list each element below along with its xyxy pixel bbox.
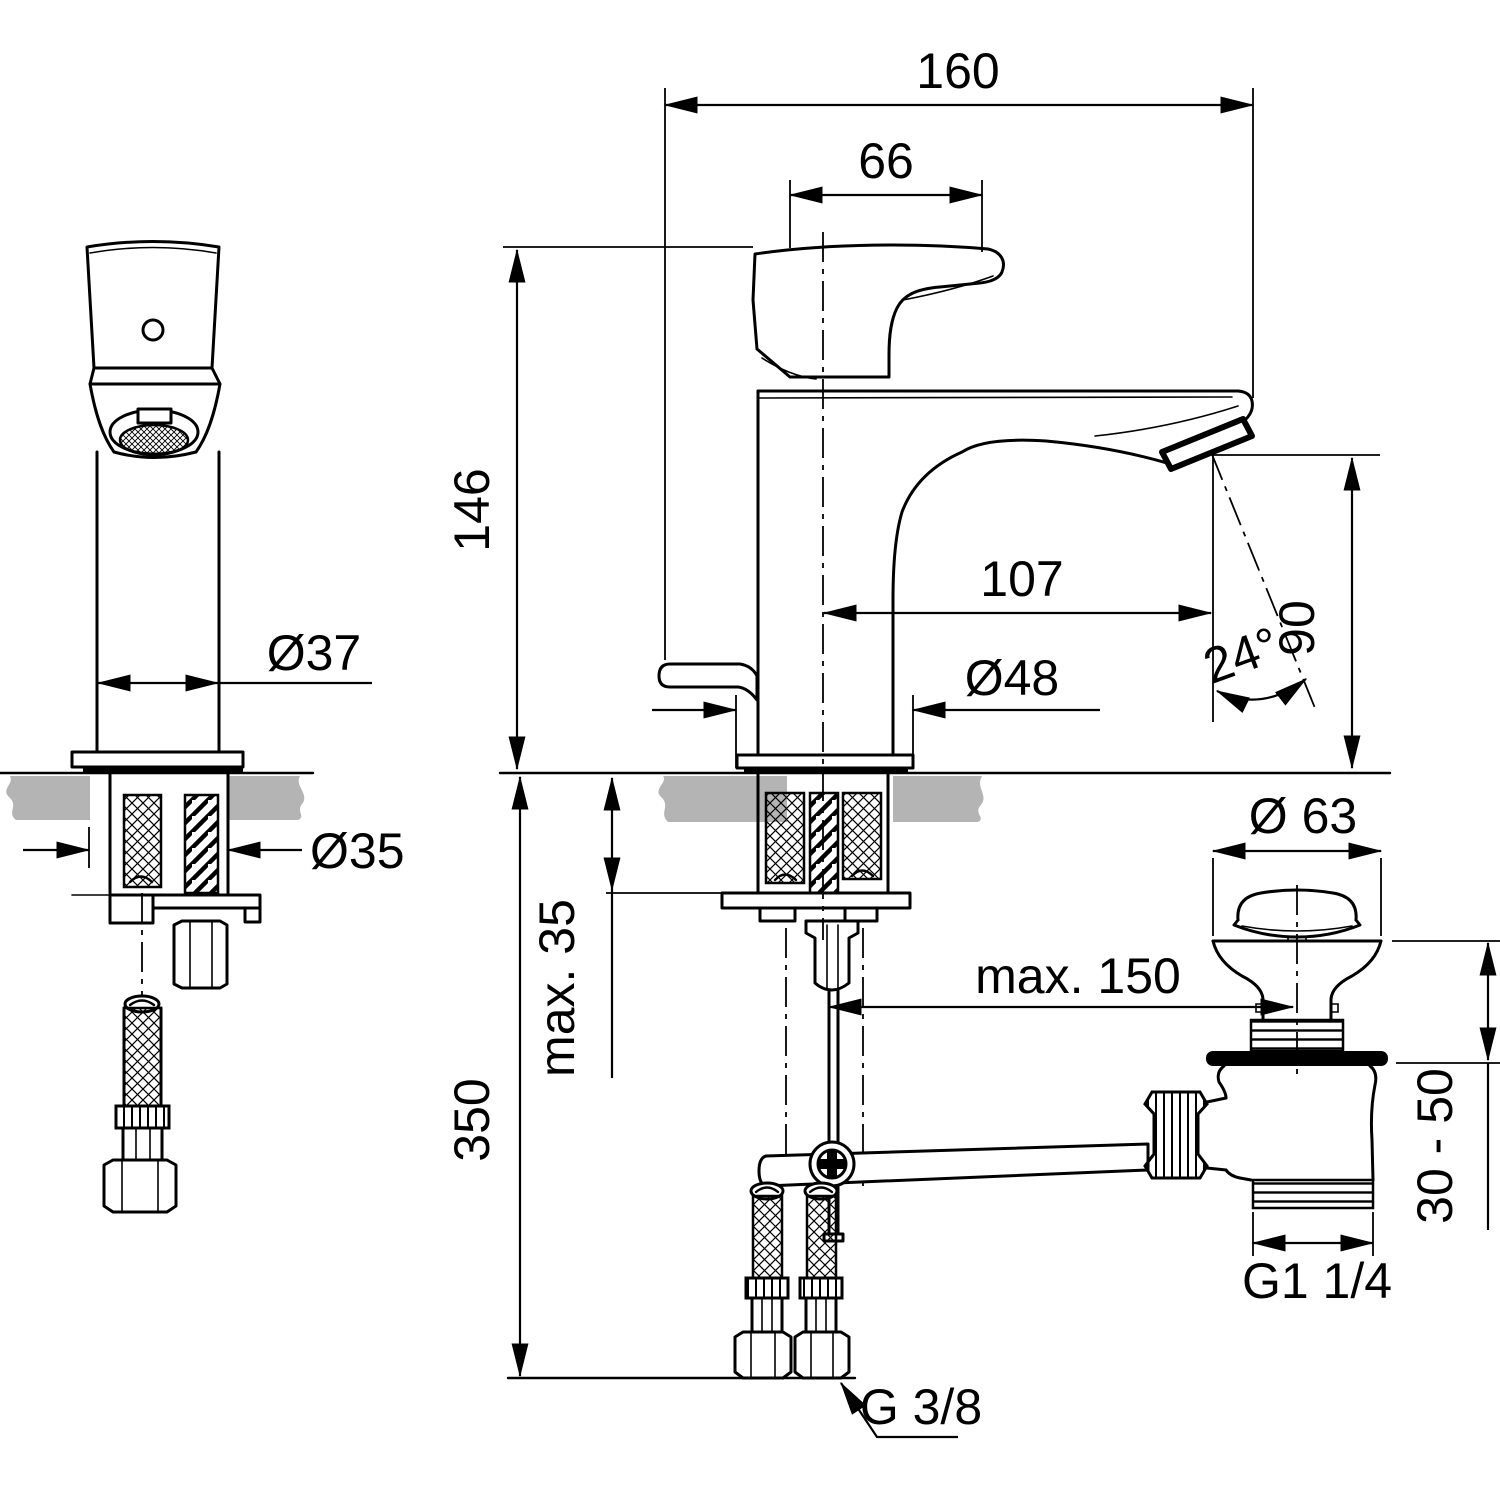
dim-label-handle-length: 66 <box>858 133 914 189</box>
dimension-hose-thread: G 3/8 <box>840 1379 982 1439</box>
waste-thread-outlet <box>1251 1178 1375 1210</box>
dimension-overall-width: 160 <box>663 43 1255 660</box>
knurled-adjuster-nut <box>1143 1090 1209 1180</box>
handle-indicator-dot <box>141 318 165 342</box>
dimension-spout-angle: 24° <box>1196 451 1318 722</box>
mounting-hardware-side <box>720 771 912 992</box>
spout <box>756 389 1255 704</box>
dimension-handle-length: 66 <box>788 133 984 252</box>
pop-up-control-lever <box>657 662 759 702</box>
dimension-body-diameter: Ø37 <box>96 625 372 692</box>
dim-label-outlet-height: 90 <box>1269 600 1325 656</box>
dim-label-hose-length: 350 <box>444 1078 500 1161</box>
dim-label-spout-reach: 107 <box>980 551 1063 607</box>
dimension-waste-adjust: 30 - 50 <box>1392 940 1500 1230</box>
dim-label-body-diameter: Ø37 <box>267 625 362 681</box>
dim-label-waste-adjust: 30 - 50 <box>1407 1068 1463 1224</box>
dim-label-waste-thread: G1 1/4 <box>1242 1253 1392 1309</box>
dimension-base-diameter: Ø48 <box>652 650 1100 768</box>
aerator <box>108 407 200 457</box>
dimension-hole-diameter: Ø35 <box>23 823 405 879</box>
dimension-total-height: 146 <box>444 246 753 771</box>
drain-assembly <box>1143 885 1388 1210</box>
waste-body <box>1143 939 1388 1210</box>
side-view-faucet <box>506 232 1255 1380</box>
dim-label-hole-diameter: Ø35 <box>310 823 405 879</box>
dim-label-deck-thickness: max. 35 <box>529 899 585 1077</box>
aerator-outlet <box>1159 416 1255 472</box>
dim-label-overall-width: 160 <box>916 43 999 99</box>
dim-label-rod-reach: max. 150 <box>975 948 1181 1004</box>
flexible-hose <box>102 893 178 1214</box>
handle-knob <box>85 240 221 370</box>
front-view-faucet <box>70 240 262 1214</box>
dimension-rod-reach: max. 150 <box>827 948 1295 1016</box>
pop-up-plug <box>1232 888 1362 942</box>
supply-hoses <box>733 1181 851 1380</box>
dimension-spout-reach: 107 <box>822 551 1213 622</box>
dim-label-hose-thread: G 3/8 <box>860 1379 982 1435</box>
countertop-sections <box>0 771 1392 822</box>
dimension-waste-flange: Ø 63 <box>1211 788 1383 936</box>
dim-label-waste-flange: Ø 63 <box>1249 788 1357 844</box>
dim-label-total-height: 146 <box>444 468 500 551</box>
lever-handle <box>751 243 1005 380</box>
dimension-hose-length: 350 <box>444 775 529 1378</box>
dimension-waste-thread: G1 1/4 <box>1242 1212 1392 1309</box>
pop-up-rod-linkage <box>757 928 1150 1243</box>
dimension-outlet-height: 90 <box>1213 454 1380 770</box>
dimension-deck-thickness: max. 35 <box>529 776 722 1078</box>
mounting-hardware <box>71 771 262 990</box>
dim-label-base-diameter: Ø48 <box>965 650 1060 706</box>
